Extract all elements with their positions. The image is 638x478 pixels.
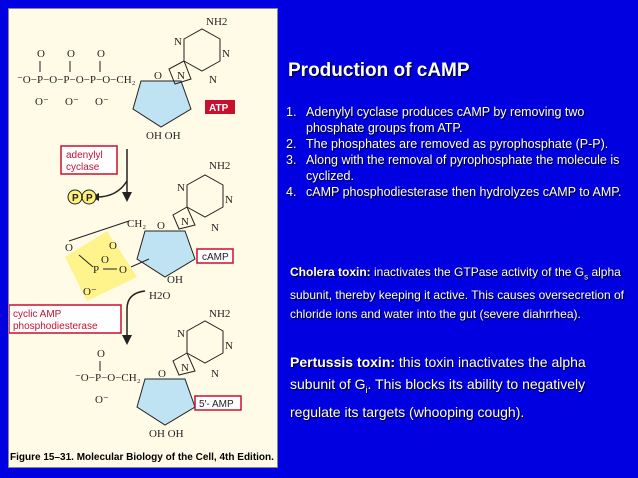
figure-caption: Figure 15–31. Molecular Biology of the C… [10, 452, 274, 463]
amp-o-bottom: O⁻ [95, 394, 109, 406]
phosphodiesterase-label: phosphodiesterase [13, 321, 98, 332]
amp-nh2: NH2 [209, 308, 230, 320]
camp-n4: N [181, 216, 189, 228]
camp-n1: N [177, 182, 185, 194]
atp-label: ATP [209, 103, 229, 114]
phosphodiesterase-box [9, 304, 122, 334]
atp-n3: N [209, 74, 217, 86]
cyclic-amp-label: cyclic AMP [13, 309, 62, 320]
camp-n3: N [211, 222, 219, 234]
camp-o-minus: O⁻ [83, 286, 97, 298]
amp-ribose-ring [136, 378, 196, 426]
camp-o-4: O [119, 264, 127, 276]
camp-ring-o: O [157, 220, 165, 232]
step-text: Adenylyl cyclase produces cAMP by removi… [306, 105, 585, 135]
atp-o-bottom-3: O⁻ [95, 96, 109, 108]
step-item: 2. The phosphates are removed as pyrophos… [286, 136, 631, 152]
amp-n4: N [181, 362, 189, 374]
pertussis-text-b: . This blocks its ability to negatively … [290, 376, 586, 420]
atp-adenine-ring [183, 28, 221, 72]
step-text: The phosphates are removed as pyrophosph… [306, 137, 609, 151]
atp-o-bottom-1: O⁻ [35, 96, 49, 108]
pertussis-subscript: i [365, 384, 368, 395]
camp-label: cAMP [202, 252, 229, 263]
atp-o-top-3: O [97, 48, 105, 60]
amp-n3: N [211, 368, 219, 380]
amp-label-box [194, 395, 242, 411]
atp-label-box [205, 100, 235, 114]
figure-panel: O O O ⁻O−P−O−P−O−P−O−CH₂ O⁻ O⁻ O⁻ O OH O… [8, 8, 278, 468]
atp-oh-oh: OH OH [146, 130, 181, 142]
atp-n1: N [174, 36, 182, 48]
atp-ribose-ring [132, 80, 192, 128]
camp-ribose-ring [136, 230, 196, 278]
arrow-camp-to-amp [126, 290, 146, 337]
step-number: 1. [286, 105, 297, 119]
atp-phosphate-chain: ⁻O−P−O−P−O−P−O−CH₂ [17, 74, 136, 86]
pp-right: P [86, 193, 93, 204]
water-label: H2O [149, 290, 170, 302]
amp-label: 5′- AMP [199, 399, 234, 410]
atp-n2: N [222, 48, 230, 60]
camp-ch2: CH₂ [127, 218, 146, 230]
atp-nh2: NH2 [206, 16, 227, 28]
atp-o-top-2: O [67, 48, 75, 60]
amp-n2: N [225, 340, 233, 352]
step-number: 2. [286, 137, 297, 151]
camp-nh2: NH2 [209, 160, 230, 172]
camp-adenine-ring [186, 174, 224, 218]
step-item: 4. cAMP phosphodiesterase then hydrolyzes… [286, 184, 631, 200]
camp-n2: N [225, 194, 233, 206]
cholera-toxin-heading: Cholera toxin: [290, 265, 371, 279]
amp-phosphate: ⁻O−P−O−CH₂ [75, 372, 141, 384]
camp-o-1: O [65, 242, 73, 254]
cholera-toxin-paragraph: Cholera toxin: inactivates the GTPase ac… [290, 263, 632, 324]
step-text: Along with the removal of pyrophosphate … [306, 153, 620, 183]
camp-phosphate-highlight [65, 231, 137, 301]
pertussis-toxin-paragraph: Pertussis toxin: this toxin inactivates … [290, 351, 632, 423]
step-text: cAMP phosphodiesterase then hydrolyzes c… [306, 185, 622, 199]
camp-oh: OH [167, 274, 183, 286]
step-item: 3. Along with the removal of pyrophosphat… [286, 152, 631, 184]
adenylyl-cyclase-box [60, 145, 118, 175]
amp-n1: N [177, 328, 185, 340]
step-number: 4. [286, 185, 297, 199]
camp-pathway-diagram: O O O ⁻O−P−O−P−O−P−O−CH₂ O⁻ O⁻ O⁻ O OH O… [9, 16, 242, 440]
amp-ring-o: O [158, 368, 166, 380]
adenylyl-label: adenylyl [66, 150, 103, 161]
atp-n4: N [177, 70, 185, 82]
amp-adenine-ring [186, 320, 224, 364]
cholera-subscript: s [584, 272, 589, 282]
cholera-text-b: alpha subunit, thereby keeping it active… [290, 265, 624, 322]
atp-o-top-1: O [37, 48, 45, 60]
pertussis-text-a: this toxin inactivates the alpha subunit… [290, 354, 586, 392]
step-item: 1. Adenylyl cyclase produces cAMP by remo… [286, 104, 631, 136]
atp-ring-o: O [154, 70, 162, 82]
atp-o-bottom-2: O⁻ [65, 96, 79, 108]
camp-p: P [93, 264, 99, 276]
steps-list: 1. Adenylyl cyclase produces cAMP by remo… [286, 104, 631, 200]
step-number: 3. [286, 153, 297, 167]
amp-oh-oh: OH OH [149, 428, 184, 440]
cholera-text-a: inactivates the GTPase activity of the G [370, 265, 585, 279]
amp-o-top: O [97, 348, 105, 360]
camp-o-2: O [109, 240, 117, 252]
cyclase-label: cyclase [66, 162, 100, 173]
camp-label-box [196, 248, 234, 264]
camp-o-3: O [101, 254, 109, 266]
pertussis-toxin-heading: Pertussis toxin: [290, 354, 396, 370]
pp-left: P [72, 193, 79, 204]
slide-title: Production of cAMP [288, 60, 470, 81]
